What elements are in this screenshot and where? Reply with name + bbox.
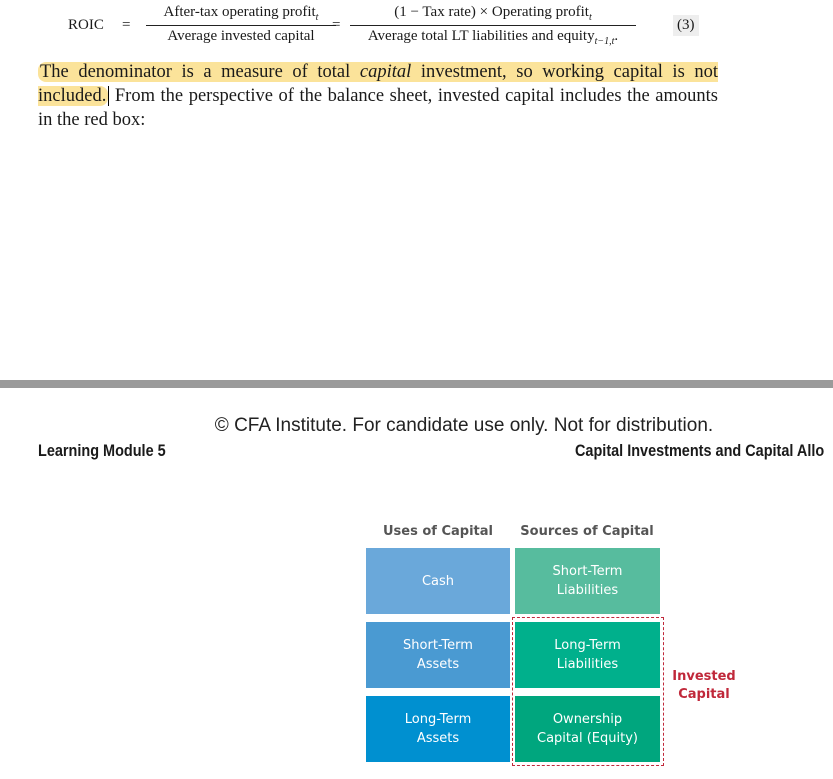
long-term-assets-box: Long-Term Assets (366, 696, 510, 762)
cash-box: Cash (366, 548, 510, 614)
equity-box: Ownership Capital (Equity) (515, 696, 660, 762)
page-separator (0, 380, 833, 388)
subscript: t (315, 12, 319, 23)
chapter-header: Capital Investments and Capital Allo (575, 441, 825, 460)
period: . (614, 28, 619, 44)
numerator-1: After-tax operating profit (163, 4, 316, 20)
module-header: Learning Module 5 (38, 441, 166, 460)
long-term-liabilities-box: Long-Term Liabilities (515, 622, 660, 688)
denominator-2: Average total LT liabilities and equity (367, 28, 595, 44)
subscript: t−1,t (594, 36, 615, 47)
copyright-notice: © CFA Institute. For candidate use only.… (214, 415, 714, 436)
equals-sign: = (122, 17, 131, 33)
body-paragraph: The denominator is a measure of total ca… (38, 62, 718, 130)
short-term-assets-box: Short-Term Assets (366, 622, 510, 688)
denominator-1: Average invested capital (167, 28, 315, 44)
roic-label: ROIC (68, 17, 104, 33)
subscript: t (588, 12, 592, 23)
fraction-1: After-tax operating profitt Average inve… (146, 4, 336, 45)
sources-header: Sources of Capital (520, 524, 654, 539)
fraction-2: (1 − Tax rate) × Operating profitt Avera… (350, 4, 636, 47)
uses-header: Uses of Capital (382, 524, 493, 539)
short-term-liabilities-box: Short-Term Liabilities (515, 548, 660, 614)
invested-capital-red-box (512, 617, 664, 766)
equation-number: (3) (673, 15, 699, 36)
invested-capital-label: Invested Capital (672, 669, 736, 702)
numerator-2: (1 − Tax rate) × Operating profit (394, 4, 589, 20)
equals-sign-2: = (332, 17, 341, 33)
